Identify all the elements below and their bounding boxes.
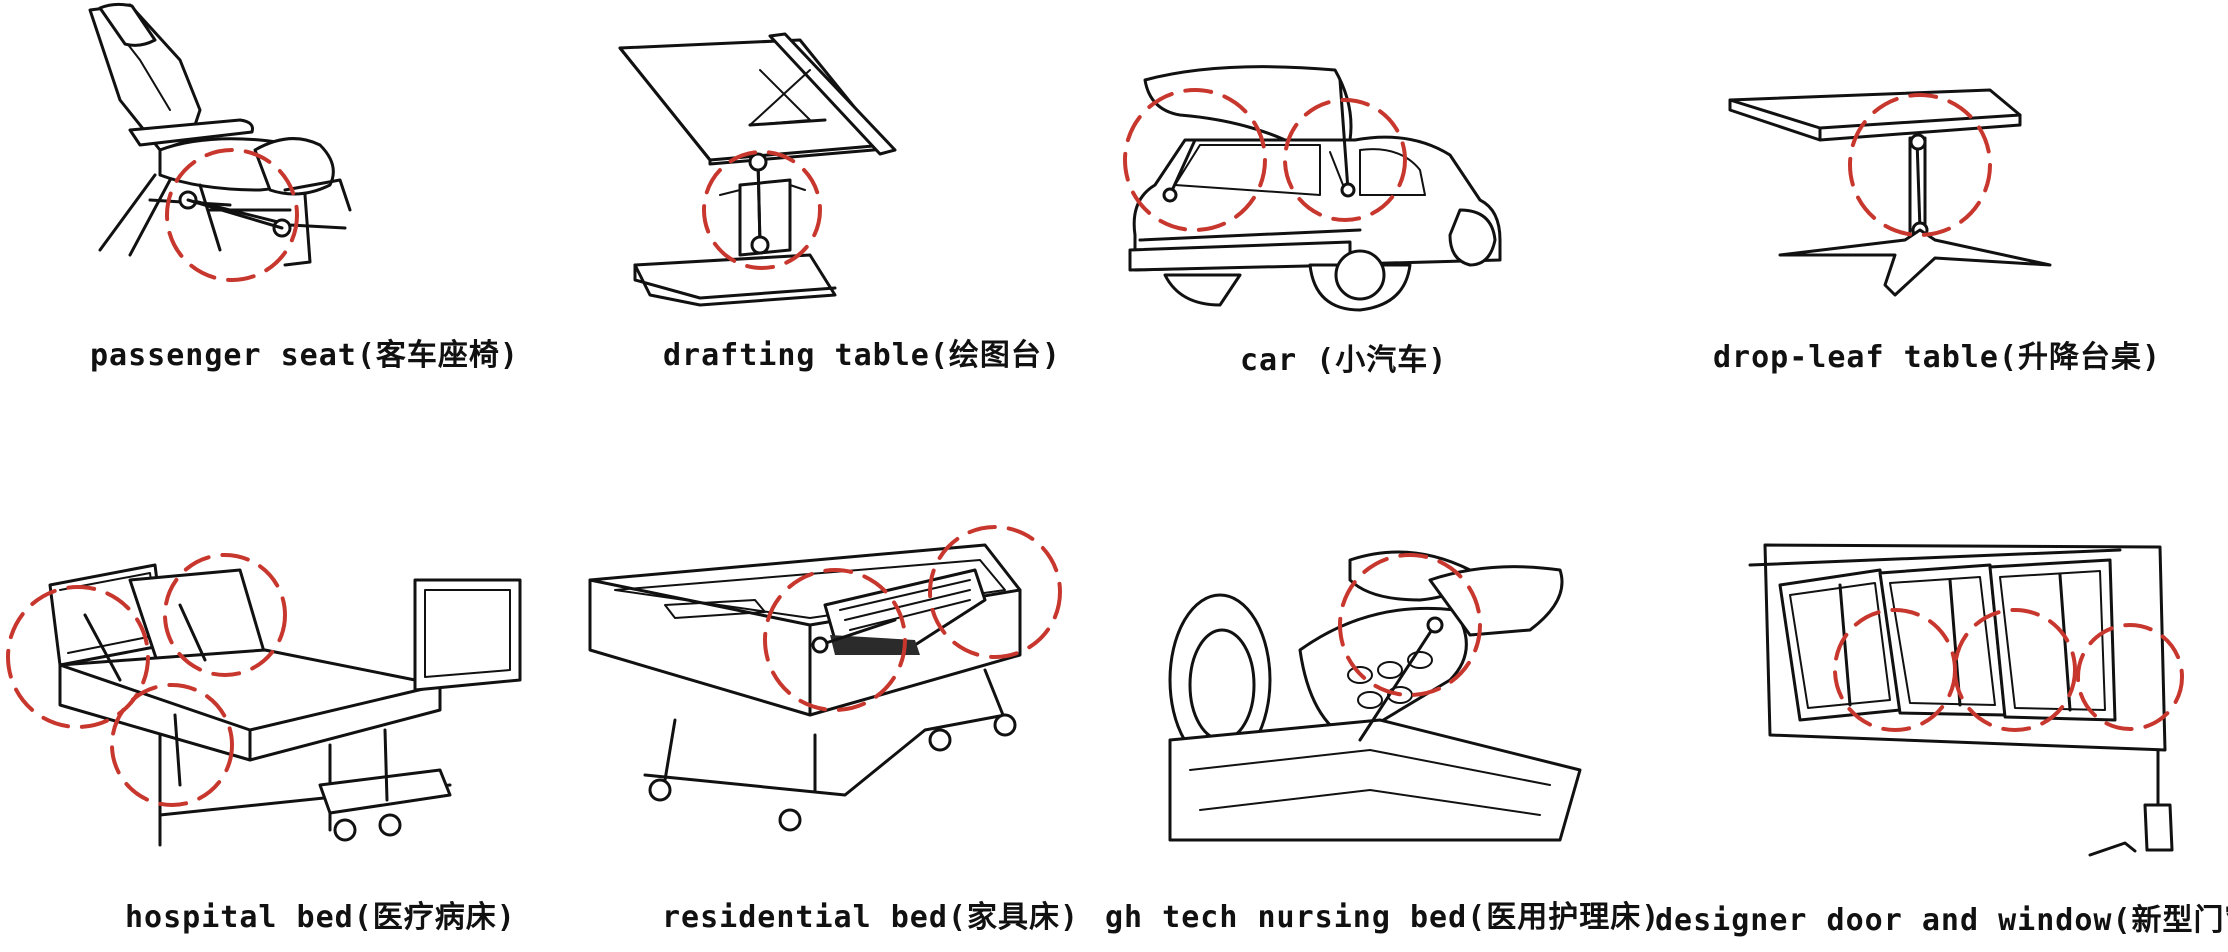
hospital-bed-icon (6, 553, 522, 847)
panel-hospital-bed (0, 545, 560, 875)
panel-door-window (1740, 543, 2184, 865)
panel-drafting-table (610, 30, 1030, 310)
nursing-bed-icon (1168, 550, 1582, 842)
caption-drop-leaf-table: drop-leaf table(升降台桌) (1713, 340, 2162, 375)
panel-nursing-bed (1168, 540, 1590, 850)
caption-car: car (小汽车) (1240, 343, 1448, 378)
passenger-seat-icon (88, 2, 352, 282)
caption-passenger-seat: passenger seat(客车座椅) (90, 338, 519, 373)
table-icon (1728, 88, 2052, 297)
caption-door-window: designer door and window(新型门窗) (1655, 903, 2228, 938)
caption-drafting-table: drafting table(绘图台) (663, 338, 1061, 373)
drafting-table-icon (618, 32, 897, 307)
panel-passenger-seat (60, 0, 480, 300)
caption-nursing-bed: gh tech nursing bed(医用护理床) (1105, 900, 1661, 935)
car-icon (1123, 65, 1502, 312)
panel-residential-bed (585, 525, 1065, 850)
window-icon (1748, 543, 2184, 857)
panel-car (1120, 60, 1570, 320)
caption-residential-bed: residential bed(家具床) (662, 900, 1080, 935)
caption-hospital-bed: hospital bed(医疗病床) (125, 900, 516, 935)
bed-icon (588, 525, 1062, 832)
panel-drop-leaf-table (1720, 80, 2120, 330)
